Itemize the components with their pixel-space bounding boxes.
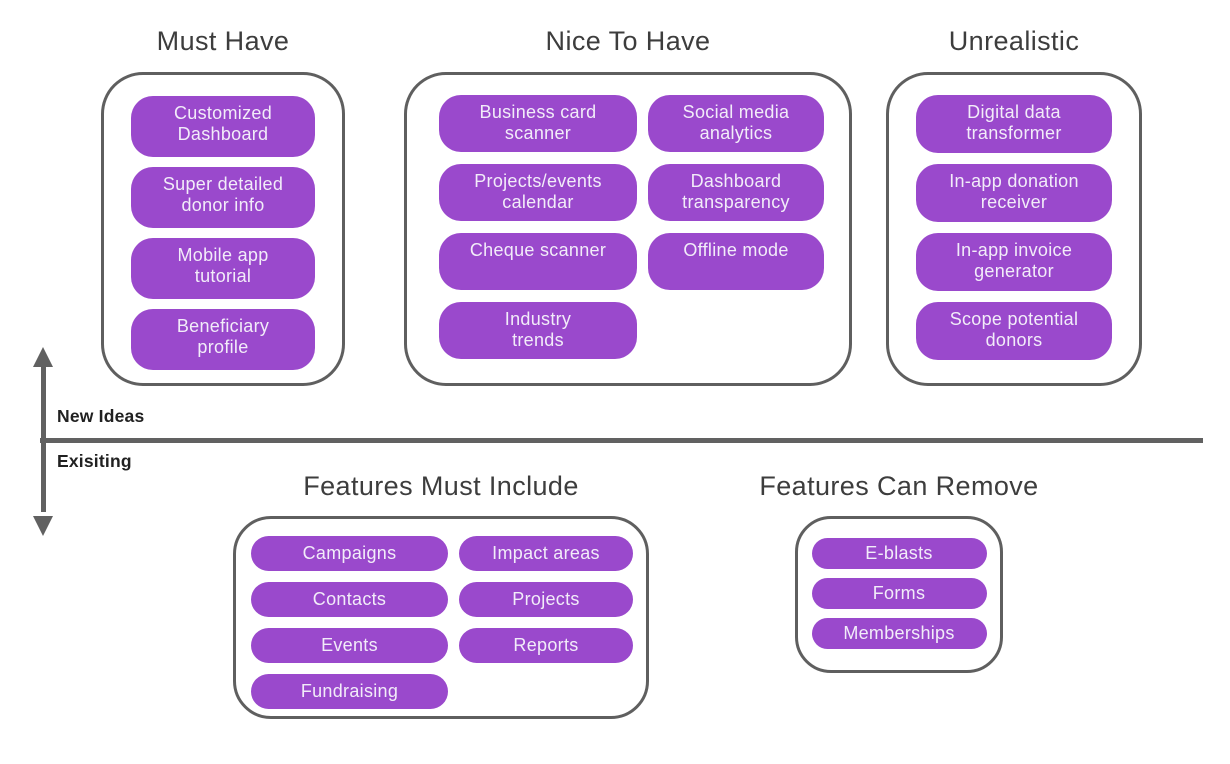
feature-pill-super-detailed-donor-info: Super detailed donor info xyxy=(131,167,315,228)
feature-pill-fundraising: Fundraising xyxy=(251,674,448,709)
vertical-axis-line xyxy=(41,360,46,512)
feature-pill-events: Events xyxy=(251,628,448,663)
feature-pill-in-app-invoice-generator: In-app invoice generator xyxy=(916,233,1112,291)
feature-pill-digital-data-transformer: Digital data transformer xyxy=(916,95,1112,153)
axis-label-new-ideas: New Ideas xyxy=(57,406,145,426)
feature-pill-forms: Forms xyxy=(811,578,987,609)
feature-pill-scope-potential-donors: Scope potential donors xyxy=(916,302,1112,360)
feature-pill-impact-areas: Impact areas xyxy=(459,536,633,571)
features-can-remove-group: E-blasts Forms Memberships xyxy=(795,516,1003,673)
feature-pill-offline-mode: Offline mode xyxy=(648,233,824,290)
nice-to-have-title: Nice To Have xyxy=(545,26,711,56)
feature-pill-dashboard-transparency: Dashboard transparency xyxy=(648,164,824,221)
feature-pill-beneficiary-profile: Beneficiary profile xyxy=(131,309,315,370)
must-have-group: Customized Dashboard Super detailed dono… xyxy=(101,72,345,386)
feature-pill-business-card-scanner: Business card scanner xyxy=(439,95,637,152)
arrow-up-icon xyxy=(33,347,53,367)
feature-pill-social-media-analytics: Social media analytics xyxy=(648,95,824,152)
feature-pill-projects-events-calendar: Projects/events calendar xyxy=(439,164,637,221)
feature-pill-mobile-app-tutorial: Mobile app tutorial xyxy=(131,238,315,299)
feature-pill-campaigns: Campaigns xyxy=(251,536,448,571)
feature-pill-cheque-scanner: Cheque scanner xyxy=(439,233,637,290)
feature-pill-in-app-donation-receiver: In-app donation receiver xyxy=(916,164,1112,222)
features-must-include-title: Features Must Include xyxy=(303,471,579,501)
features-must-include-group: Campaigns Impact areas Contacts Projects… xyxy=(233,516,649,719)
axis-label-existing: Exisiting xyxy=(57,451,132,471)
feature-pill-projects: Projects xyxy=(459,582,633,617)
must-have-title: Must Have xyxy=(156,26,290,56)
unrealistic-title: Unrealistic xyxy=(948,26,1080,56)
feature-pill-contacts: Contacts xyxy=(251,582,448,617)
unrealistic-group: Digital data transformer In-app donation… xyxy=(886,72,1142,386)
feature-pill-e-blasts: E-blasts xyxy=(811,538,987,569)
features-can-remove-title: Features Can Remove xyxy=(759,471,1039,501)
nice-to-have-group: Business card scanner Social media analy… xyxy=(404,72,852,386)
arrow-down-icon xyxy=(33,516,53,536)
feature-pill-reports: Reports xyxy=(459,628,633,663)
feature-pill-memberships: Memberships xyxy=(811,618,987,649)
horizontal-divider-line xyxy=(40,438,1203,443)
feature-pill-customized-dashboard: Customized Dashboard xyxy=(131,96,315,157)
feature-pill-industry-trends: Industry trends xyxy=(439,302,637,359)
